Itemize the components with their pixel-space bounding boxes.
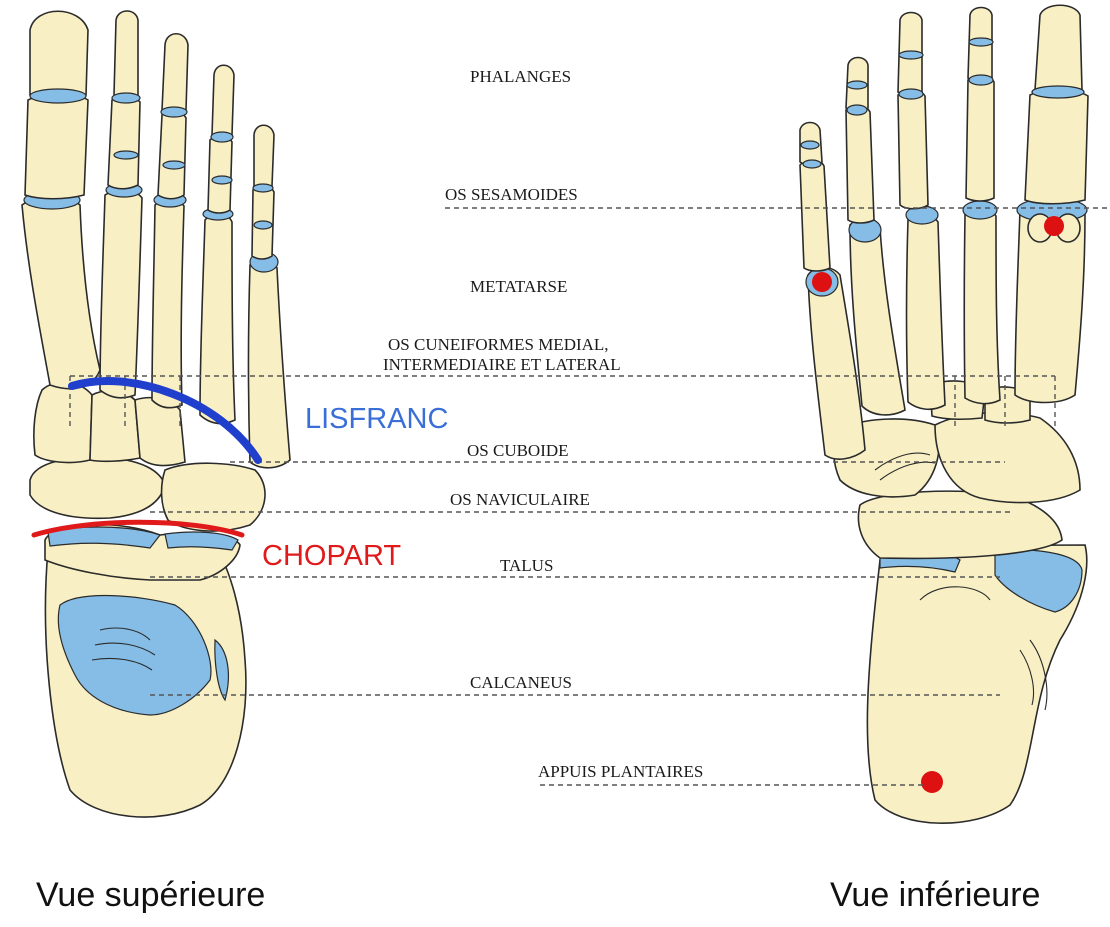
superior-view-foot — [22, 11, 290, 817]
caption-inferior-view: Vue inférieure — [830, 876, 1040, 915]
label-calcaneus: CALCANEUS — [470, 673, 572, 692]
label-cuneiformes-line2: INTERMEDIAIRE ET LATERAL — [383, 355, 621, 374]
label-sesamoides: OS SESAMOIDES — [445, 185, 578, 204]
caption-superior-view: Vue supérieure — [36, 876, 265, 915]
support-point-hallux — [1044, 216, 1064, 236]
metatarsal-1-left — [22, 196, 100, 388]
label-chopart: CHOPART — [262, 540, 401, 572]
support-point-heel — [921, 771, 943, 793]
label-metatarse: METATARSE — [470, 277, 567, 296]
inferior-view-foot — [800, 5, 1088, 823]
label-lisfranc: LISFRANC — [305, 403, 448, 435]
label-appuis-plantaires: APPUIS PLANTAIRES — [538, 762, 703, 781]
label-cuboide: OS CUBOIDE — [467, 441, 569, 460]
label-cuneiformes-line1: OS CUNEIFORMES MEDIAL, — [388, 335, 609, 354]
navicular-bone-left — [30, 457, 165, 518]
label-talus: TALUS — [500, 556, 553, 575]
cuneiform-intermediate-left — [90, 391, 140, 461]
cuboid-bone-left — [162, 463, 265, 531]
cuneiform-lateral-left — [135, 398, 185, 466]
label-phalanges: PHALANGES — [470, 67, 571, 86]
support-point-fifth-metatarsal — [812, 272, 832, 292]
label-naviculaire: OS NAVICULAIRE — [450, 490, 590, 509]
cuneiform-medial-left — [34, 382, 92, 462]
